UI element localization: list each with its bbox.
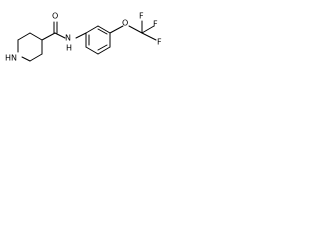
atom-label-ring-nh: HN [5, 54, 17, 63]
bond-phenyl-inner-1 [97, 28, 108, 35]
atom-label-carbonyl-o: O [52, 12, 58, 21]
atom-label-f-top-left: F [139, 12, 144, 21]
bond-c4-to-carbonyl-c [41, 32, 56, 41]
bond-ring-c-lower-right-to-c-bottom [29, 53, 43, 62]
bond-phenyl-bottom [85, 46, 99, 55]
bond-phenyl-top-left [97, 25, 111, 34]
bond-cf3-c-to-f-right [141, 32, 157, 41]
atom-label-layer: HN O N H O F F F [5, 12, 162, 63]
bond-phenyl-inner-2 [97, 44, 108, 51]
bond-amide-n-to-phenyl [75, 32, 87, 39]
atom-label-f-right: F [157, 38, 162, 47]
bond-ring-c-top-left-to-c4 [29, 32, 43, 41]
bond-phenyl-to-ether-o [109, 25, 124, 34]
atom-label-amide-n: N [65, 34, 71, 43]
chemical-structure-diagram: HN O N H O F F F [5, 12, 162, 63]
bond-ring-c-lower-left-to-c-top-left [17, 32, 31, 41]
bond-ring-c-bottom-to-nh [21, 56, 31, 62]
bond-layer [17, 20, 157, 62]
bond-ether-o-to-cf3-c [128, 25, 143, 34]
atom-label-amide-h: H [66, 44, 72, 53]
atom-label-ether-o: O [122, 19, 128, 28]
bond-carbonyl-c-to-amide-n [54, 32, 66, 39]
bond-phenyl-right-lower [97, 46, 111, 55]
atom-label-f-top-right: F [153, 20, 158, 29]
bond-phenyl-left-upper [85, 25, 99, 34]
bond-cf3-c-to-f-top-right [141, 25, 155, 34]
